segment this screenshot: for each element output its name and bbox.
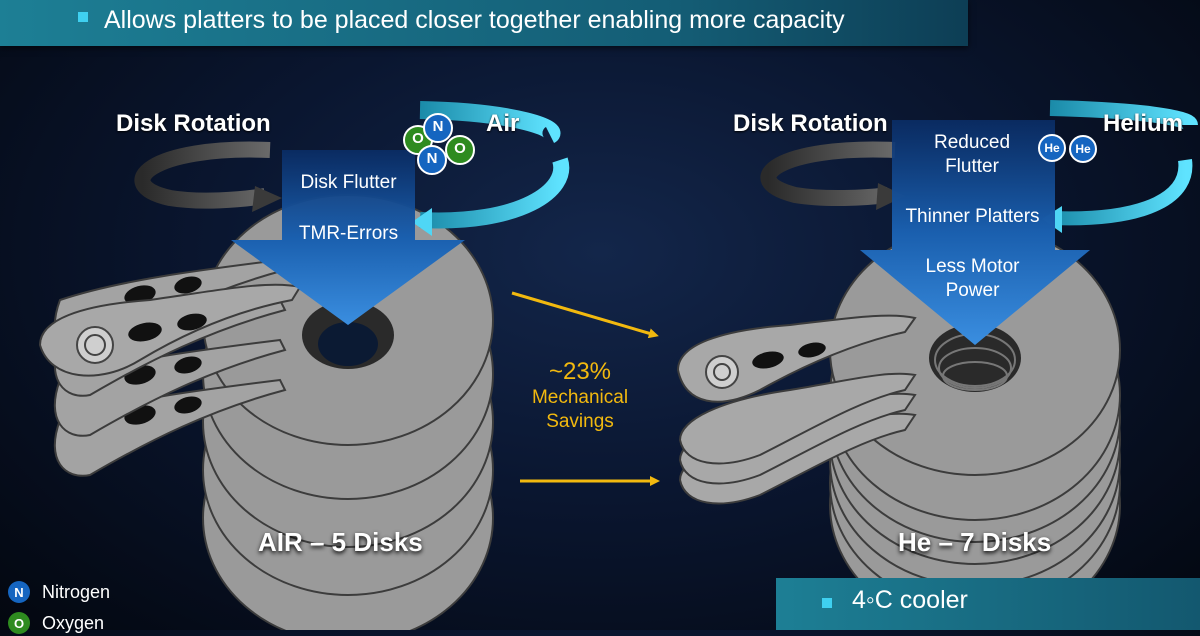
molecule-right-0: He: [1044, 141, 1060, 155]
right-caption: He – 7 Disks: [898, 527, 1052, 557]
legend-label: Oxygen: [42, 612, 105, 633]
nitrogen-icon: N: [8, 581, 30, 603]
left-arrow-line-1: Disk Flutter: [300, 172, 397, 193]
right-actuator-arms: [676, 314, 917, 505]
top-banner: Allows platters to be placed closer toge…: [0, 0, 968, 46]
left-platter-stack: [202, 194, 494, 630]
molecule-left-2: N: [426, 150, 438, 167]
savings-label-2: Savings: [546, 411, 614, 432]
left-actuator-arms: [38, 259, 302, 477]
bullet-icon: [822, 598, 832, 608]
left-caption: AIR – 5 Disks: [258, 527, 423, 557]
molecule-right-1: He: [1075, 142, 1091, 156]
legend-oxygen: O Oxygen: [8, 610, 104, 636]
left-arrow-line-2: TMR-Errors: [298, 223, 399, 244]
benefits-box: 4◦C cooler: [776, 578, 1200, 630]
savings-label-1: Mechanical: [531, 387, 629, 408]
molecule-left-3: O: [454, 140, 466, 157]
left-gas-label: Air: [486, 110, 520, 137]
right-arrow-line-2: Thinner Platters: [905, 206, 1040, 227]
right-down-arrow: [860, 120, 1090, 345]
right-arrow-line-1: Reduced Flutter: [933, 132, 1011, 177]
banner-text: Allows platters to be placed closer toge…: [104, 6, 845, 34]
savings-percent: ~23%: [548, 358, 612, 385]
bullet-icon: [78, 12, 88, 22]
oxygen-icon: O: [8, 612, 30, 634]
left-heading: Disk Rotation: [116, 110, 271, 137]
right-gas-label: Helium: [1103, 110, 1184, 137]
legend-nitrogen: N Nitrogen: [8, 579, 110, 605]
legend-label: Nitrogen: [42, 581, 111, 602]
left-down-arrow: [231, 150, 465, 325]
right-arrow-line-3: Less Motor Power: [925, 256, 1020, 301]
molecule-left-0: O: [412, 130, 424, 147]
molecule-left-1: N: [432, 118, 444, 135]
savings-callout: ~23% Mechanical Savings: [500, 358, 660, 434]
right-heading: Disk Rotation: [733, 110, 888, 137]
benefit-item: 4◦C cooler: [852, 586, 968, 614]
